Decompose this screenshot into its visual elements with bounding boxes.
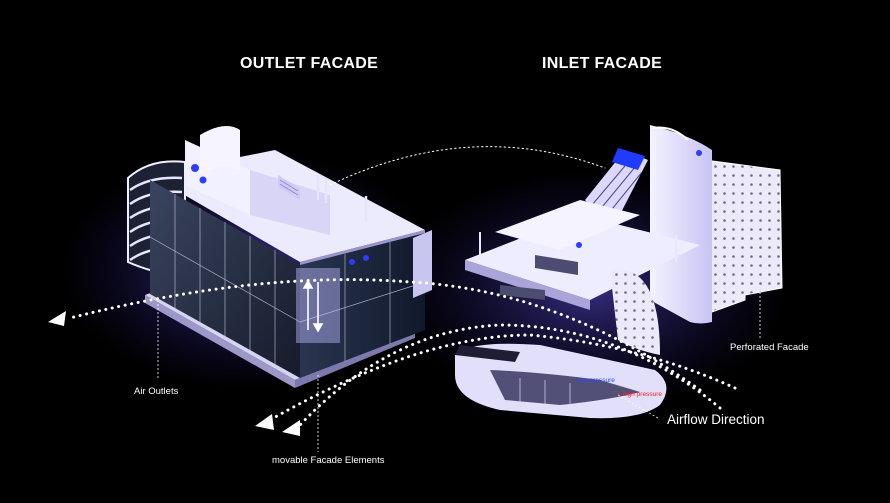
outlet-facade-title: OUTLET FACADE <box>240 55 379 72</box>
low-pressure-label: low pressure <box>578 377 615 384</box>
airflow-direction-label: Airflow Direction <box>667 412 765 427</box>
arrowhead-bottom-1 <box>255 414 274 430</box>
arrowhead-bottom-2 <box>282 420 300 436</box>
arrowhead-left <box>48 311 66 326</box>
airflow-arrows <box>68 146 737 427</box>
inlet-building <box>455 125 783 419</box>
inlet-facade-title: INLET FACADE <box>542 55 663 72</box>
arrow-heads <box>48 311 300 436</box>
movable-facade-elements-label: movable Facade Elements <box>272 455 385 466</box>
air-outlets-label: Air Outlets <box>134 386 179 397</box>
high-pressure-label: + high pressure <box>617 391 662 398</box>
perforated-facade-label: Perforated Facade <box>730 342 809 353</box>
outlet-building <box>127 126 432 452</box>
